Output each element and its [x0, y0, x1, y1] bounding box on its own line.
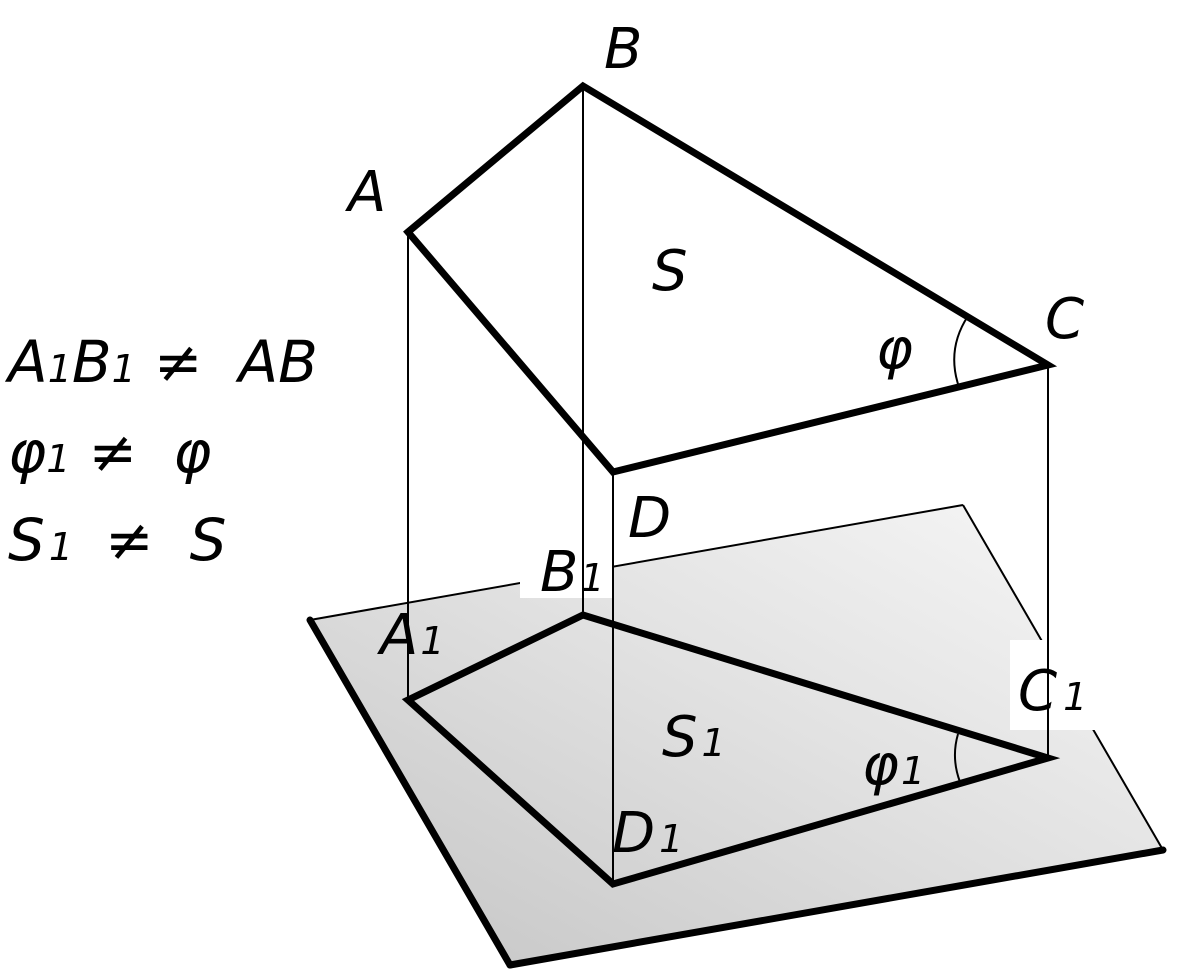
- label-phi: φ: [876, 317, 913, 382]
- angle-arc-phi: [953, 315, 969, 385]
- label-d: D: [628, 486, 671, 551]
- plane-edge-back-top: [309, 504, 964, 621]
- equation-angle: φ1≠φ: [8, 418, 211, 486]
- quadrilateral-abcd: [403, 81, 1058, 476]
- label-s: S: [652, 239, 688, 304]
- plane-edge-front-bottom: [506, 846, 1167, 969]
- label-b1: B1: [540, 540, 605, 605]
- plane-edge-front-left: [306, 616, 514, 969]
- quadrilateral-a1b1c1d1: [401, 611, 1061, 888]
- label-gap-c1: [1010, 640, 1115, 730]
- label-b: B: [604, 17, 642, 82]
- label-gap-b1: [520, 540, 612, 598]
- label-phi1: φ1: [862, 733, 925, 798]
- equation-segment-length: A1B1≠AB: [4, 328, 318, 396]
- label-c: C: [1045, 287, 1084, 352]
- projection-plane: [310, 505, 1163, 965]
- angle-arc-phi1: [954, 733, 961, 783]
- label-a1: A1: [377, 603, 445, 668]
- label-a: A: [345, 160, 386, 225]
